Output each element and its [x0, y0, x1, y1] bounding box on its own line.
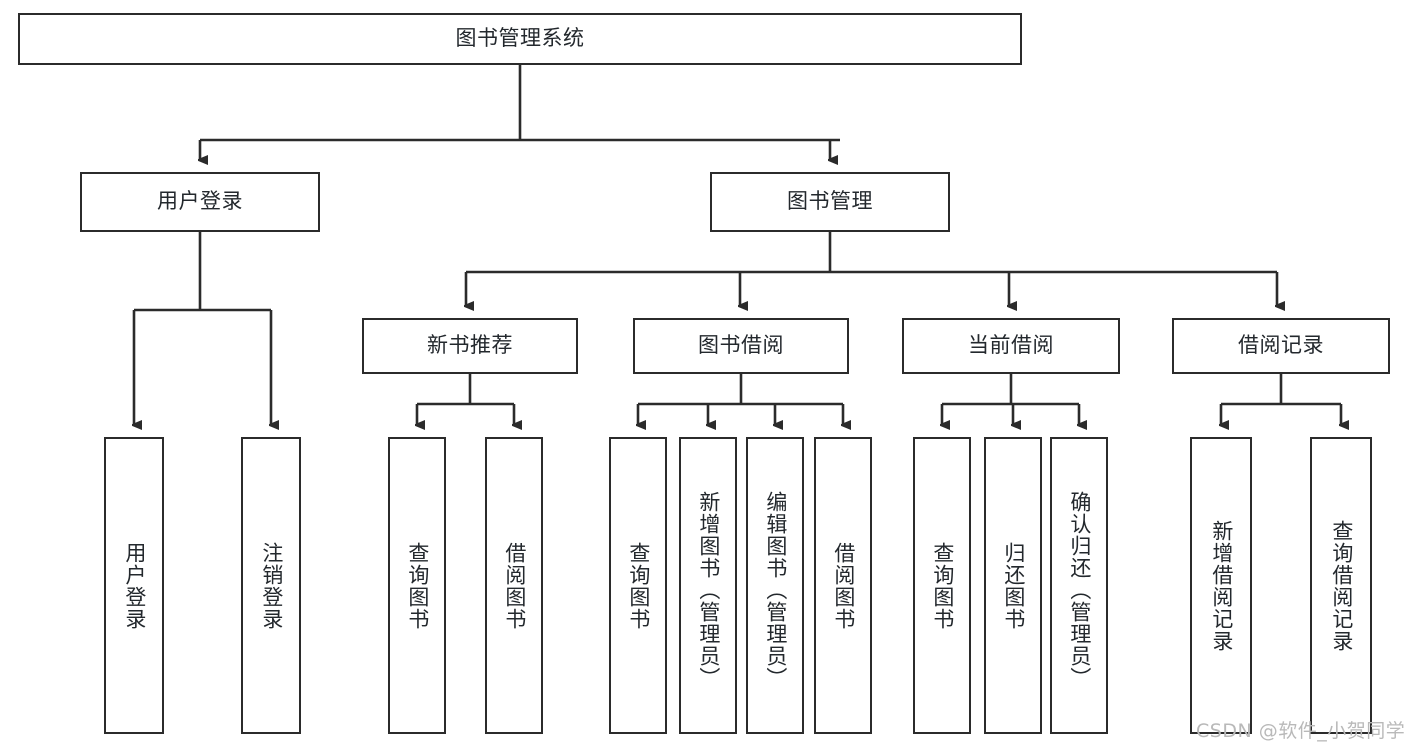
leaf-return-book[interactable]: 归还图书: [984, 437, 1042, 734]
leaf-query-book-2-label: 查询图书: [626, 541, 651, 630]
node-book-borrow-label: 图书借阅: [698, 333, 784, 358]
leaf-borrow-book-1[interactable]: 借阅图书: [485, 437, 543, 734]
leaf-query-book-3[interactable]: 查询图书: [913, 437, 971, 734]
leaf-user-logout-label: 注销登录: [259, 541, 284, 630]
leaf-query-book-3-label: 查询图书: [930, 541, 955, 630]
node-borrow-record[interactable]: 借阅记录: [1172, 318, 1390, 374]
node-user-login[interactable]: 用户登录: [80, 172, 320, 232]
node-new-book-rec-label: 新书推荐: [427, 333, 513, 358]
leaf-borrow-book-2[interactable]: 借阅图书: [814, 437, 872, 734]
leaf-edit-book[interactable]: 编辑图书（管理员）: [746, 437, 804, 734]
leaf-query-book-1[interactable]: 查询图书: [388, 437, 446, 734]
leaf-confirm-return-label: 确认归还（管理员）: [1067, 490, 1092, 689]
leaf-user-login[interactable]: 用户登录: [104, 437, 164, 734]
leaf-query-record-label: 查询借阅记录: [1329, 519, 1354, 652]
leaf-edit-book-label: 编辑图书（管理员）: [763, 490, 788, 689]
node-new-book-rec[interactable]: 新书推荐: [362, 318, 578, 374]
leaf-query-book-1-label: 查询图书: [405, 541, 430, 630]
leaf-confirm-return[interactable]: 确认归还（管理员）: [1050, 437, 1108, 734]
leaf-add-record[interactable]: 新增借阅记录: [1190, 437, 1252, 734]
leaf-query-record[interactable]: 查询借阅记录: [1310, 437, 1372, 734]
leaf-user-logout[interactable]: 注销登录: [241, 437, 301, 734]
node-root-label: 图书管理系统: [455, 26, 585, 51]
leaf-query-book-2[interactable]: 查询图书: [609, 437, 667, 734]
csdn-watermark: CSDN @软件_小贺同学: [1196, 720, 1405, 742]
leaf-return-book-label: 归还图书: [1001, 541, 1026, 630]
leaf-user-login-label: 用户登录: [122, 541, 147, 630]
leaf-add-record-label: 新增借阅记录: [1209, 519, 1234, 652]
node-book-borrow[interactable]: 图书借阅: [633, 318, 849, 374]
node-borrow-record-label: 借阅记录: [1238, 333, 1324, 358]
node-user-login-label: 用户登录: [157, 189, 243, 214]
node-current-borrow-label: 当前借阅: [968, 333, 1054, 358]
leaf-add-book-label: 新增图书（管理员）: [696, 490, 721, 689]
leaf-borrow-book-2-label: 借阅图书: [831, 541, 856, 630]
node-current-borrow[interactable]: 当前借阅: [902, 318, 1120, 374]
node-root[interactable]: 图书管理系统: [18, 13, 1022, 65]
leaf-borrow-book-1-label: 借阅图书: [502, 541, 527, 630]
node-book-manage[interactable]: 图书管理: [710, 172, 950, 232]
leaf-add-book[interactable]: 新增图书（管理员）: [679, 437, 737, 734]
node-book-manage-label: 图书管理: [787, 189, 873, 214]
